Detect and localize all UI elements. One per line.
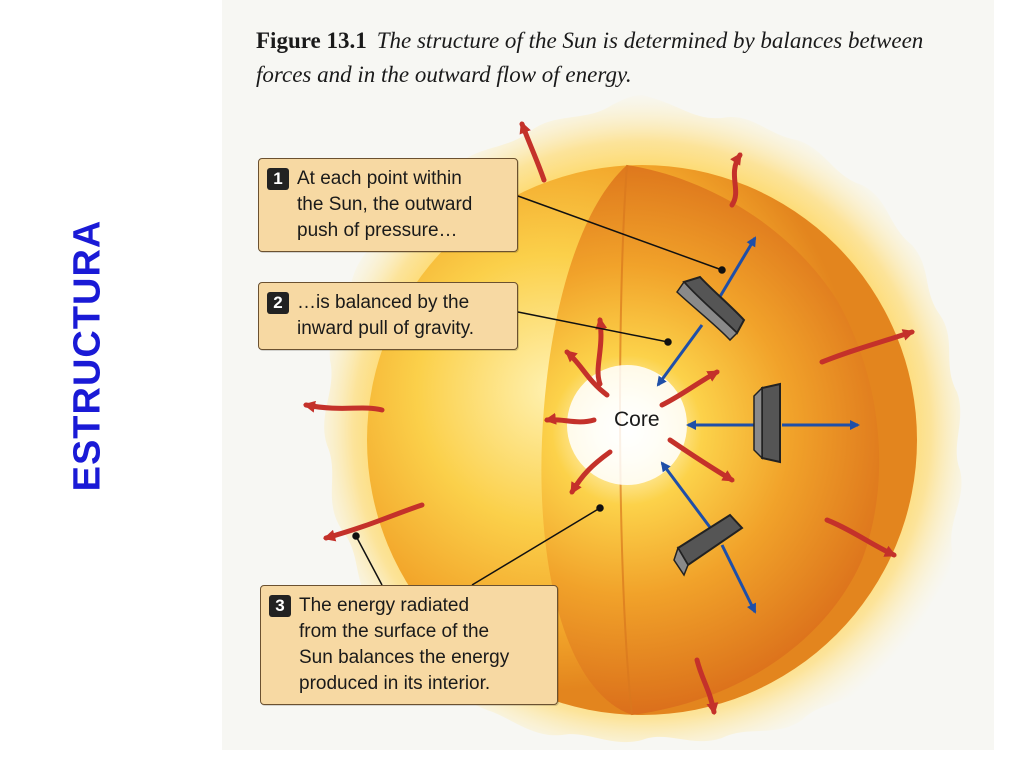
callout-3-line: from the surface of the: [299, 621, 490, 642]
gas-parcel-right-face: [753, 386, 763, 460]
callout-1-text: At each point within the Sun, the outwar…: [297, 166, 472, 244]
gravity-arrow-upper: [656, 324, 704, 387]
callout-1-line: At each point within: [297, 168, 462, 189]
energy-arrow: [729, 152, 743, 208]
callout-2-line: inward pull of gravity.: [297, 318, 475, 339]
leader-dot-2: [664, 338, 672, 346]
gravity-arrow-lower: [660, 461, 714, 531]
core-glow: [567, 365, 687, 485]
callout-1-number: 1: [267, 168, 289, 190]
callout-3-line: Sun balances the energy: [299, 647, 510, 668]
callout-3: 3 The energy radiated from the surface o…: [260, 585, 558, 705]
leader-dot-3b: [596, 504, 604, 512]
gas-parcel-lower-face: [673, 546, 689, 577]
figure-caption-text: The structure of the Sun is determined b…: [256, 28, 924, 87]
leader-line-1: [517, 195, 723, 271]
energy-arrow: [544, 412, 597, 425]
energy-arrow: [659, 369, 720, 408]
callout-2-line: …is balanced by the: [297, 292, 470, 313]
core-label: Core: [614, 408, 660, 431]
callout-1-line: the Sun, the outward: [297, 194, 473, 215]
callout-3-number: 3: [269, 595, 291, 617]
leader-dot-3a: [352, 532, 360, 540]
callout-3-line: produced in its interior.: [299, 673, 491, 694]
side-title-text: ESTRUCTURA: [66, 219, 109, 491]
leader-line-3a: [355, 535, 383, 586]
energy-arrow: [519, 121, 547, 183]
callout-1-line: push of pressure…: [297, 220, 458, 241]
leader-dot-1: [718, 266, 726, 274]
pressure-arrow-lower: [720, 544, 757, 614]
callout-3-text: The energy radiated from the surface of …: [299, 593, 509, 697]
gas-parcel-right: [761, 382, 781, 464]
force-arrows: [656, 236, 860, 614]
callout-2: 2 …is balanced by the inward pull of gra…: [258, 282, 518, 350]
callout-2-number: 2: [267, 292, 289, 314]
energy-arrow: [694, 657, 719, 715]
gas-parcels: [673, 275, 781, 577]
energy-arrow: [667, 437, 735, 483]
side-title: ESTRUCTURA: [28, 219, 148, 491]
leader-lines: [352, 195, 726, 586]
energy-arrow: [323, 502, 425, 542]
energy-arrow: [569, 449, 613, 495]
energy-arrow: [595, 317, 608, 387]
sun-cutaway: [541, 165, 880, 715]
figure-label: Figure 13.1: [256, 28, 367, 53]
leader-line-3b: [471, 507, 601, 586]
callout-2-text: …is balanced by the inward pull of gravi…: [297, 290, 474, 342]
callout-3-line: The energy radiated: [299, 595, 470, 616]
energy-arrow: [824, 517, 897, 558]
energy-arrow: [819, 329, 915, 365]
gas-parcel-upper-face: [676, 280, 739, 342]
energy-arrow: [303, 400, 385, 413]
energy-arrow: [564, 349, 610, 398]
callout-1: 1 At each point within the Sun, the outw…: [258, 158, 518, 252]
leader-line-2: [517, 311, 669, 343]
